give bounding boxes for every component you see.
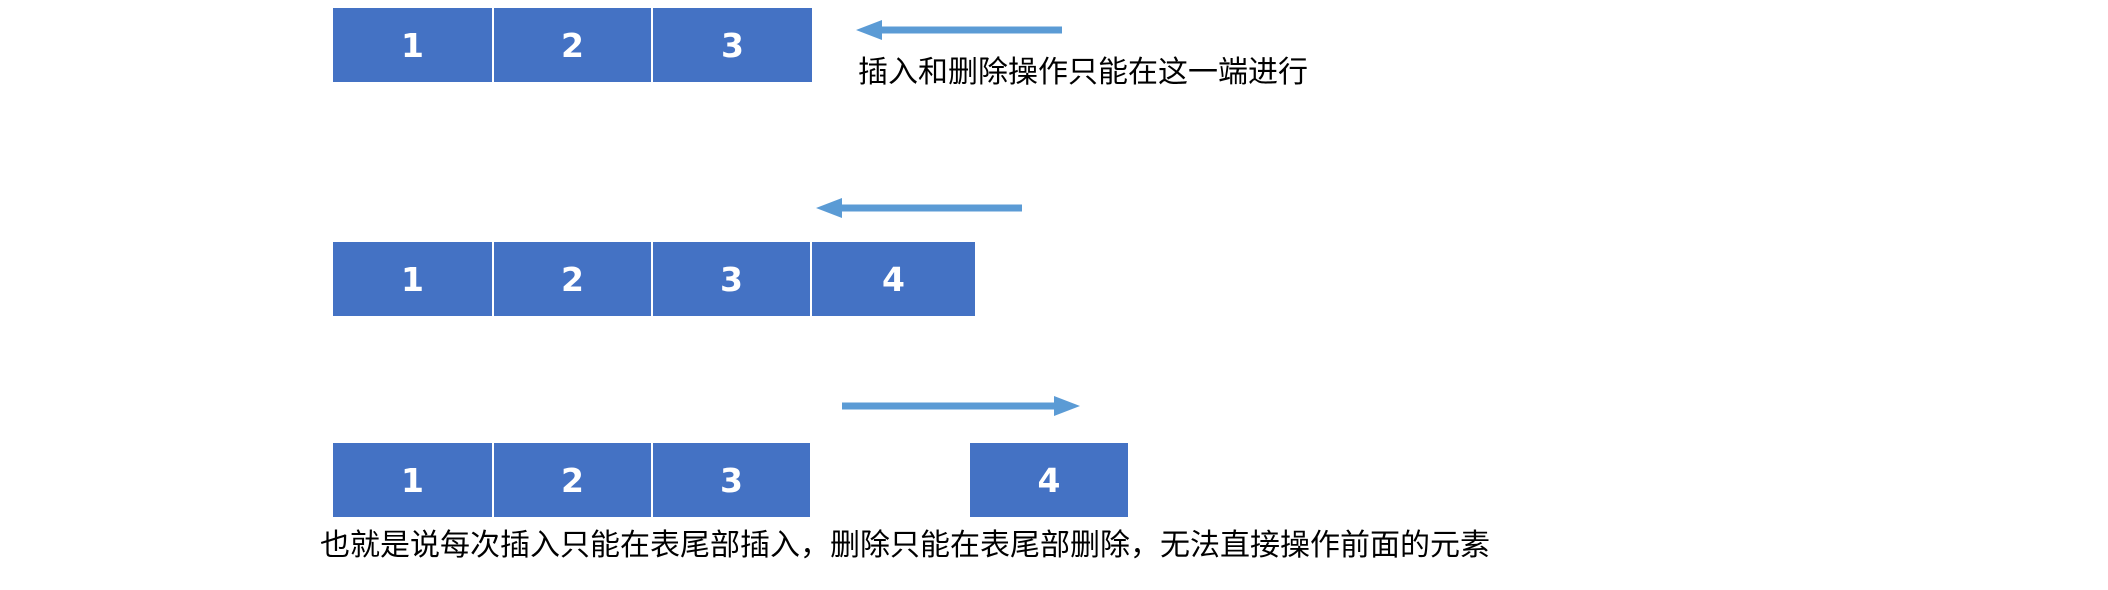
row-2-cell-1: 1 [333,242,494,316]
row-1-caption: 插入和删除操作只能在这一端进行 [858,55,1308,90]
row-1-arrow-left [856,20,1062,40]
row-1-cell-2: 2 [494,8,653,82]
footer-caption: 也就是说每次插入只能在表尾部插入，删除只能在表尾部删除，无法直接操作前面的元素 [320,528,1490,563]
row-2-cell-2: 2 [494,242,653,316]
row-2-cell-3: 3 [653,242,812,316]
row-3-cell-1: 1 [333,443,494,517]
row-1-cell-1: 1 [333,8,494,82]
row-3-cell-4: 4 [970,443,1128,517]
row-3-cell-2: 2 [494,443,653,517]
row-2-arrow-left [816,198,1022,218]
row-3-cell-3: 3 [653,443,812,517]
row-1-cell-3: 3 [653,8,812,82]
row-3-arrow-right [842,396,1080,416]
row-2-cell-4: 4 [812,242,975,316]
